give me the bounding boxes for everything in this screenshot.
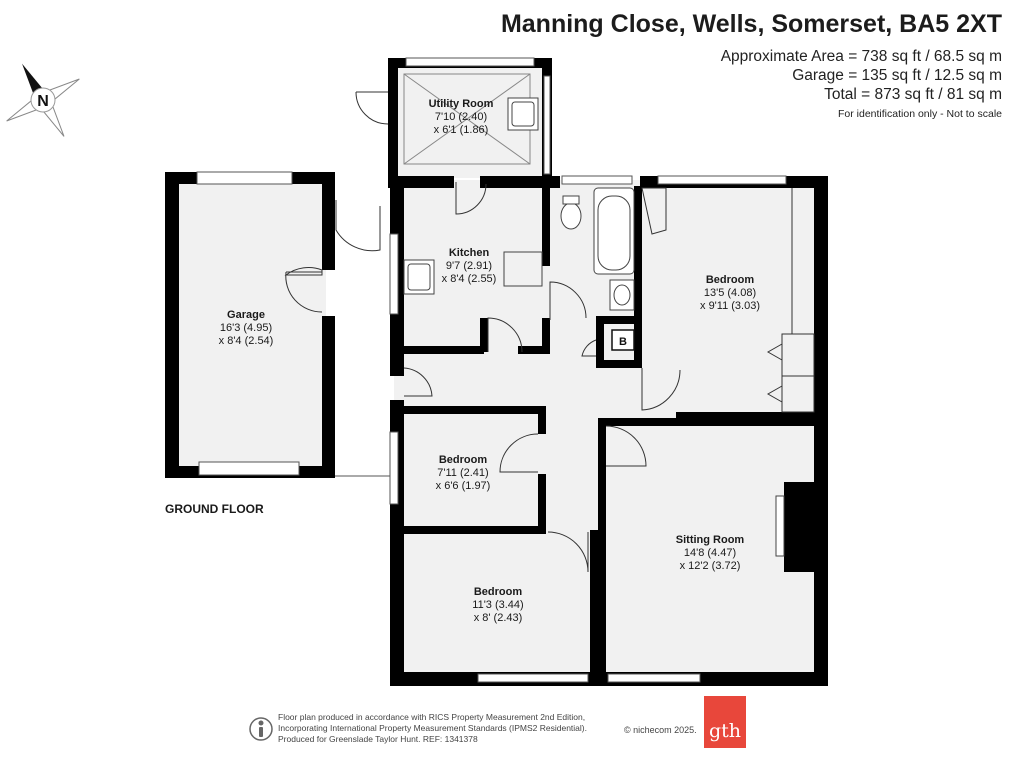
windows bbox=[389, 57, 787, 683]
garage-door bbox=[198, 461, 300, 476]
compass-north-letter: N bbox=[37, 93, 49, 110]
scale-disclaimer: For identification only - Not to scale bbox=[838, 108, 1002, 120]
boiler-cupboard bbox=[611, 329, 635, 351]
room-garage: Garage 16'3 (4.95) x 8'4 (2.54) bbox=[219, 309, 274, 348]
garage-area: Garage = 135 sq ft / 12.5 sq m bbox=[792, 67, 1002, 84]
floor-label: GROUND FLOOR bbox=[165, 502, 264, 516]
room-dim: x 8'4 (2.54) bbox=[218, 335, 274, 347]
room-dim: 16'3 (4.95) bbox=[219, 322, 273, 334]
room-dim: 11'3 (3.44) bbox=[472, 599, 524, 611]
approximate-area: Approximate Area = 738 sq ft / 68.5 sq m bbox=[720, 48, 1002, 65]
total-area: Total = 873 sq ft / 81 sq m bbox=[824, 86, 1002, 103]
room-dim: 7'10 (2.40) bbox=[434, 111, 488, 123]
room-kitchen: Kitchen 9'7 (2.91) x 8'4 (2.55) bbox=[442, 247, 497, 286]
room-dim: x 6'6 (1.97) bbox=[435, 480, 491, 492]
room-name: Kitchen bbox=[448, 247, 490, 259]
agency-logo: gth bbox=[704, 696, 746, 748]
room-dim: x 6'1 (1.86) bbox=[433, 124, 489, 136]
property-address-title: Manning Close, Wells, Somerset, BA5 2XT bbox=[500, 10, 1002, 38]
room-dim: x 12'2 (3.72) bbox=[679, 560, 741, 572]
room-name: Bedroom bbox=[705, 274, 755, 286]
room-name: Bedroom bbox=[473, 586, 523, 598]
room-name: Sitting Room bbox=[675, 534, 745, 546]
room-name: Bedroom bbox=[438, 454, 488, 466]
compass-rose-icon: N bbox=[6, 63, 80, 137]
wardrobes bbox=[641, 187, 815, 413]
boiler-label: B bbox=[619, 336, 627, 348]
room-dim: 7'11 (2.41) bbox=[437, 467, 489, 479]
room-name: Utility Room bbox=[428, 98, 494, 110]
room-dim: 14'8 (4.47) bbox=[683, 547, 737, 559]
copyright: © nichecom 2025. bbox=[624, 725, 697, 735]
door-swings bbox=[335, 91, 681, 573]
room-dim: x 8'4 (2.55) bbox=[441, 273, 497, 285]
footer-line: Floor plan produced in accordance with R… bbox=[278, 712, 586, 722]
room-dim: 9'7 (2.91) bbox=[445, 260, 493, 272]
room-bedroom-2: Bedroom 7'11 (2.41) x 6'6 (1.97) bbox=[436, 454, 491, 493]
room-utility: Utility Room 7'10 (2.40) x 6'1 (1.86) bbox=[429, 98, 494, 137]
footer-disclaimer: Floor plan produced in accordance with R… bbox=[278, 712, 587, 745]
room-dim: 13'5 (4.08) bbox=[703, 287, 757, 299]
room-dim: x 8' (2.43) bbox=[473, 612, 523, 624]
room-sitting-room: Sitting Room 14'8 (4.47) x 12'2 (3.72) bbox=[676, 534, 744, 573]
logo-text: gth bbox=[708, 720, 742, 742]
garage-rear-window bbox=[196, 171, 293, 185]
room-bedroom-1: Bedroom 13'5 (4.08) x 9'11 (3.03) bbox=[700, 274, 760, 313]
fixtures bbox=[403, 97, 785, 557]
room-bedroom-3: Bedroom 11'3 (3.44) x 8' (2.43) bbox=[472, 586, 523, 625]
footer-line: Incorporating International Property Mea… bbox=[278, 723, 587, 733]
room-dim: x 9'11 (3.03) bbox=[700, 300, 760, 312]
footer-line: Produced for Greenslade Taylor Hunt. REF… bbox=[278, 734, 478, 744]
room-name: Garage bbox=[227, 309, 265, 321]
measurement-standard-icon bbox=[249, 717, 273, 741]
